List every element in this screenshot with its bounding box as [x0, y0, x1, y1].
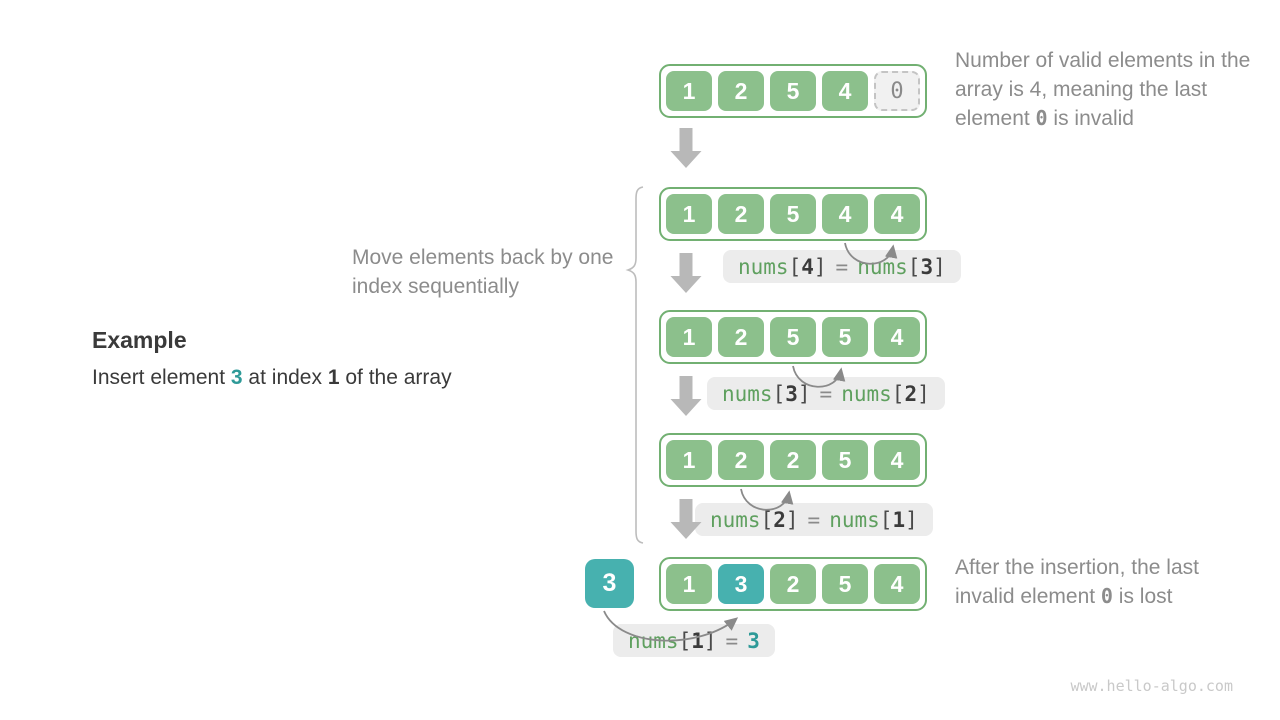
code-bracket: ] [905, 507, 918, 532]
array-row-shift-2: 1 2 5 5 4 [659, 310, 927, 364]
code-label-shift-1: nums[4]=nums[3] [723, 250, 961, 283]
example-insert-value: 3 [230, 366, 243, 389]
array-cell: 1 [666, 194, 712, 234]
array-cell: 4 [874, 440, 920, 480]
note-after-text-before: After the insertion, the last invalid el… [955, 556, 1199, 608]
note-invalid-code: 0 [1035, 106, 1048, 130]
note-invalid-text-after: is invalid [1047, 107, 1134, 130]
array-cell: 5 [770, 71, 816, 111]
example-text-before: Insert element [92, 366, 231, 389]
code-index: 3 [785, 381, 798, 406]
array-cell: 4 [822, 71, 868, 111]
array-cell-inserted: 3 [718, 564, 764, 604]
example-heading: Example [92, 327, 187, 353]
code-fn: nums [722, 381, 773, 406]
code-equals: = [835, 254, 849, 279]
code-bracket: ] [703, 628, 717, 653]
array-cell: 4 [874, 564, 920, 604]
brace-icon [625, 186, 644, 544]
code-bracket: ] [917, 381, 930, 406]
code-equals: = [819, 381, 833, 406]
array-row-shift-1: 1 2 5 4 4 [659, 187, 927, 241]
code-fn: nums [738, 254, 789, 279]
example-insert-index: 1 [327, 366, 340, 389]
code-bracket: [ [907, 254, 921, 279]
code-label-shift-3: nums[2]=nums[1] [695, 503, 933, 536]
note-invalid-element: Number of valid elements in the array is… [955, 46, 1260, 133]
array-cell: 2 [718, 317, 764, 357]
code-bracket: [ [788, 254, 802, 279]
array-cell: 4 [874, 317, 920, 357]
watermark: www.hello-algo.com [1070, 677, 1233, 695]
note-after-text-after: is lost [1112, 585, 1173, 608]
code-bracket: ] [813, 254, 827, 279]
array-row-shift-3: 1 2 2 5 4 [659, 433, 927, 487]
code-equals: = [807, 507, 821, 532]
code-bracket: [ [772, 381, 786, 406]
array-cell: 4 [822, 194, 868, 234]
array-cell: 1 [666, 317, 712, 357]
code-index: 1 [892, 507, 906, 532]
code-bracket: [ [760, 507, 774, 532]
example-text-mid: at index [242, 366, 328, 389]
example-text-after: of the array [339, 366, 452, 389]
note-after-code: 0 [1100, 584, 1113, 608]
note-after-insertion: After the insertion, the last invalid el… [955, 553, 1260, 611]
code-fn: nums [628, 628, 679, 653]
code-label-insert: nums[1] = 3 [613, 624, 775, 657]
array-cell: 1 [666, 564, 712, 604]
array-cell: 5 [822, 317, 868, 357]
code-label-shift-2: nums[3]=nums[2] [707, 377, 945, 410]
code-bracket: [ [678, 628, 692, 653]
array-cell: 4 [874, 194, 920, 234]
code-equals: = [725, 628, 739, 653]
note-invalid-text-before: Number of valid elements in the array is… [955, 49, 1251, 130]
code-index: 2 [904, 381, 918, 406]
array-cell: 5 [822, 440, 868, 480]
array-cell: 2 [718, 440, 764, 480]
array-cell: 2 [718, 194, 764, 234]
code-insert-value: 3 [747, 628, 760, 653]
code-bracket: [ [879, 507, 893, 532]
array-row-initial: 1 2 5 4 0 [659, 64, 927, 118]
array-cell: 2 [770, 440, 816, 480]
example-description: Insert element 3 at index 1 of the array [92, 366, 452, 390]
code-index: 4 [801, 254, 814, 279]
code-bracket: ] [797, 381, 811, 406]
code-fn: nums [829, 507, 880, 532]
array-cell: 5 [770, 317, 816, 357]
code-index: 3 [920, 254, 934, 279]
array-cell: 5 [770, 194, 816, 234]
array-cell: 2 [770, 564, 816, 604]
array-row-result: 1 3 2 5 4 [659, 557, 927, 611]
array-cell: 1 [666, 440, 712, 480]
code-fn: nums [841, 381, 892, 406]
code-index: 1 [691, 628, 704, 653]
code-bracket: [ [891, 381, 905, 406]
code-bracket: ] [933, 254, 946, 279]
array-cell-invalid: 0 [874, 71, 920, 111]
array-cell: 1 [666, 71, 712, 111]
array-cell: 2 [718, 71, 764, 111]
code-fn: nums [710, 507, 761, 532]
code-bracket: ] [785, 507, 799, 532]
code-fn: nums [857, 254, 908, 279]
insert-value-cell: 3 [585, 559, 634, 608]
code-index: 2 [773, 507, 786, 532]
array-cell: 5 [822, 564, 868, 604]
note-move-elements: Move elements back by one index sequenti… [352, 246, 614, 298]
